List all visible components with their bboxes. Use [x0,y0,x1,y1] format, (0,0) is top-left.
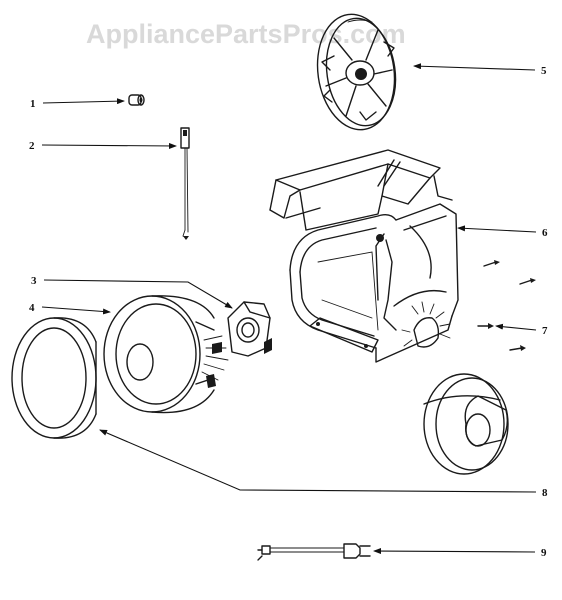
part-5-fan-cover [316,13,397,131]
part-1-bushing [128,94,145,106]
leader-8 [99,429,537,493]
leader-7 [495,323,537,331]
leader-4 [41,306,111,315]
leader-3 [43,279,233,309]
callout-3: 3 [31,275,37,287]
callout-9: 9 [541,547,547,559]
part-4-motor [103,295,229,414]
part-6-housing [269,149,459,363]
callout-5: 5 [541,65,547,77]
callout-8: 8 [542,487,548,499]
leader-1 [42,98,125,105]
callout-4: 4 [29,302,35,314]
callout-labels: 1 2 3 4 5 6 7 8 9 [29,65,548,559]
callout-7: 7 [542,325,548,337]
part-2-switch [180,127,190,240]
leader-9 [373,548,536,555]
part-3-bracket [227,301,272,357]
part-8-rear-cover [423,373,509,475]
part-7-screws [477,260,536,351]
callout-1: 1 [30,98,36,110]
callout-2: 2 [29,140,35,152]
leader-2 [41,142,177,149]
leader-6 [457,225,537,233]
leader-lines [41,63,537,555]
callout-6: 6 [542,227,548,239]
watermark-text: AppliancePartsPros.com [86,19,406,49]
part-8-filter-ring [11,317,97,439]
part-9-power-cord [257,543,371,561]
leader-5 [413,63,536,71]
